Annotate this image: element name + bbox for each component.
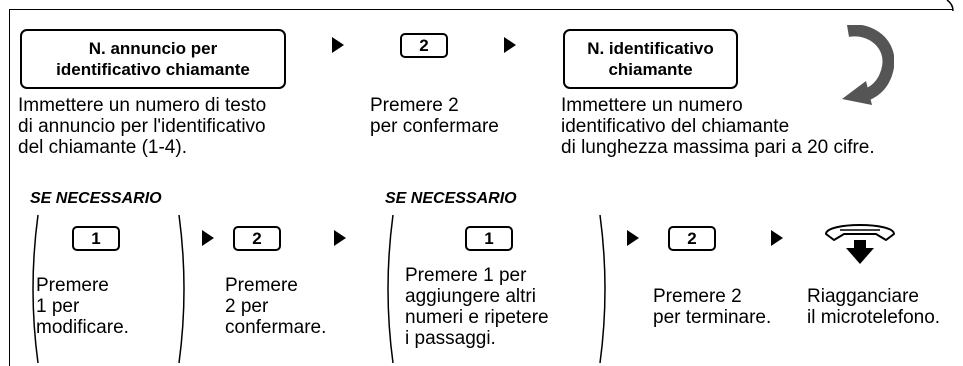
optional-label-1: SE NECESSARIO xyxy=(30,190,162,207)
right-arrow-icon xyxy=(332,37,344,53)
modify-description: Premere 1 per modificare. xyxy=(36,275,129,338)
step1-description: Immettere un numero di testo di annuncio… xyxy=(18,95,267,158)
left-parenthesis xyxy=(387,214,394,364)
add-numbers-description: Premere 1 per aggiungere altri numeri e … xyxy=(405,265,549,349)
end-description: Premere 2 per terminare. xyxy=(653,286,772,328)
right-arrow-icon xyxy=(771,230,783,246)
right-parenthesis xyxy=(599,214,606,364)
step2-description: Premere 2 per confermare xyxy=(370,95,499,137)
key-1-button[interactable]: 1 xyxy=(465,226,513,251)
frame-corner-tick xyxy=(946,0,954,12)
handset-hang-up-icon xyxy=(825,224,895,264)
key-2-button[interactable]: 2 xyxy=(233,226,281,251)
frame-left-border xyxy=(9,9,10,366)
key-2-button[interactable]: 2 xyxy=(400,33,448,58)
right-arrow-icon xyxy=(202,230,214,246)
announcement-number-box: N. annuncio per identificativo chiamante xyxy=(20,29,286,89)
right-arrow-icon xyxy=(334,230,346,246)
confirm-description: Premere 2 per confermare. xyxy=(225,275,327,338)
optional-label-2: SE NECESSARIO xyxy=(385,190,517,207)
hang-up-description: Riagganciare il microtelefono. xyxy=(807,286,941,328)
right-parenthesis xyxy=(178,214,185,364)
right-arrow-icon xyxy=(627,230,639,246)
caller-id-number-box: N. identificativo chiamante xyxy=(563,29,738,89)
right-arrow-icon xyxy=(504,37,516,53)
key-1-button[interactable]: 1 xyxy=(72,226,120,251)
left-parenthesis xyxy=(32,214,39,364)
key-2-button[interactable]: 2 xyxy=(668,226,716,251)
loop-back-arrow-icon xyxy=(842,25,894,105)
frame-top-border xyxy=(9,9,953,10)
step3-description: Immettere un numero identificativo del c… xyxy=(561,95,875,158)
